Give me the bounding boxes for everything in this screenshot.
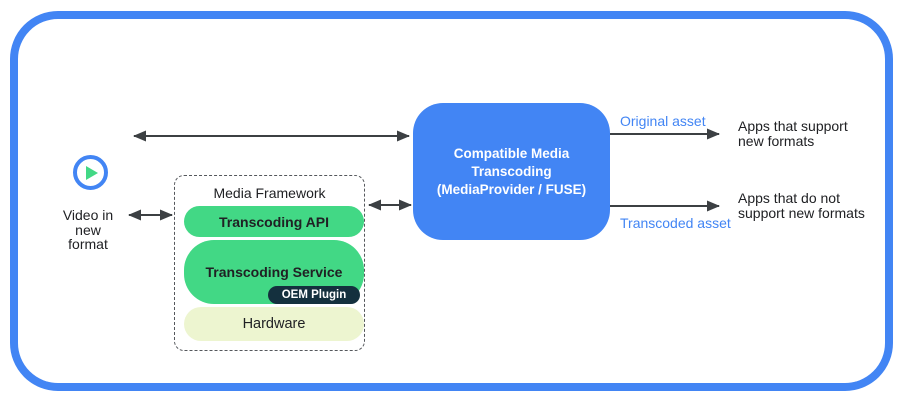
oem-plugin-pill: OEM Plugin [268,286,360,304]
play-triangle-glyph [86,165,98,180]
apps-no-support-label: Apps that do not support new formats [738,190,865,221]
transcoded-asset-label: Transcoded asset [620,215,731,231]
transcoding-service-label: Transcoding Service [205,264,343,280]
media-framework-title: Media Framework [213,185,326,201]
hardware-pill: Hardware [184,307,364,341]
original-asset-label: Original asset [620,113,706,129]
media-framework-box: Media Framework Transcoding API Transcod… [174,175,365,351]
compatible-media-transcoding-box: Compatible Media Transcoding (MediaProvi… [413,103,610,240]
apps-support-label: Apps that support new formats [738,118,848,149]
play-icon [73,155,108,190]
transcoding-service-pill: Transcoding Service OEM Plugin [184,240,364,304]
transcoding-api-pill: Transcoding API [184,206,364,237]
video-source-label: Video in new format [62,207,114,252]
